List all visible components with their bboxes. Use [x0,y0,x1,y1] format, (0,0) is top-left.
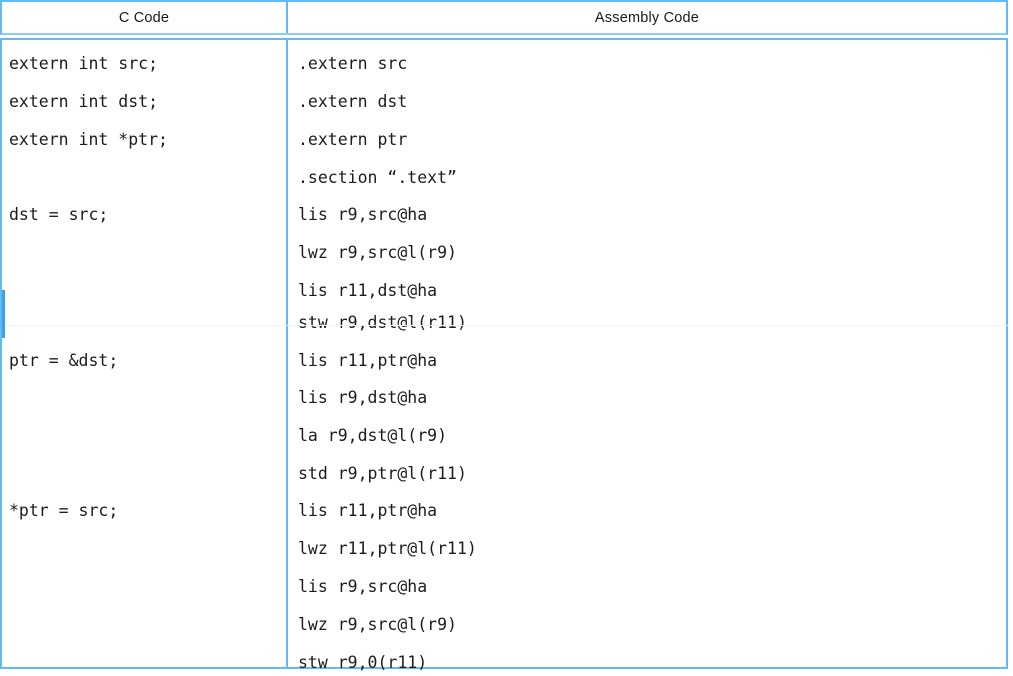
left-border-accent [2,290,5,328]
assembly-code-line: lis r11,dst@ha [298,281,438,300]
assembly-code-line: lis r11,ptr@ha [298,501,438,520]
assembly-code-line: lis r11,ptr@ha [298,351,438,370]
c-code-line: ptr = &dst; [9,351,119,370]
table-body-row: extern int src; extern int dst; extern int… [0,40,1010,672]
c-code-line: extern int *ptr; [9,130,168,149]
assembly-code-line: lis r9,src@ha [298,577,428,596]
column-header-assembly-code-label: Assembly Code [594,9,700,26]
c-code-line: extern int src; [9,54,159,73]
assembly-code-line: lis r9,src@ha [298,205,428,224]
assembly-code-line: .extern dst [298,92,408,111]
left-border-accent [2,328,5,338]
table-header-row: C Code Assembly Code [0,0,1008,35]
assembly-code-line: .section “.text” [298,168,457,187]
assembly-code-line: .extern ptr [298,130,408,149]
c-code-line: dst = src; [9,205,109,224]
cell-assembly-code: .extern src .extern dst .extern ptr .sectio… [288,40,1006,672]
header-double-rule [0,38,1008,40]
assembly-code-line: stw r9,0(r11) [298,653,428,672]
column-header-c-code: C Code [2,2,288,33]
assembly-code-line: lwz r9,src@l(r9) [298,243,457,262]
assembly-code-line: lwz r11,ptr@l(r11) [298,539,477,558]
row-divider [2,325,1010,326]
assembly-code-line: la r9,dst@l(r9) [298,426,448,445]
column-header-assembly-code: Assembly Code [288,2,1006,33]
c-code-line: *ptr = src; [9,501,119,520]
assembly-code-line: std r9,ptr@l(r11) [298,464,467,483]
column-header-c-code-label: C Code [118,9,170,26]
c-code-line: extern int dst; [9,92,159,111]
assembly-code-line: .extern src [298,54,408,73]
assembly-code-line: lwz r9,src@l(r9) [298,615,457,634]
assembly-code-line: stw r9,dst@l(r11) [298,313,467,332]
assembly-code-line: lis r9,dst@ha [298,388,428,407]
cell-c-code: extern int src; extern int dst; extern int… [2,40,288,667]
